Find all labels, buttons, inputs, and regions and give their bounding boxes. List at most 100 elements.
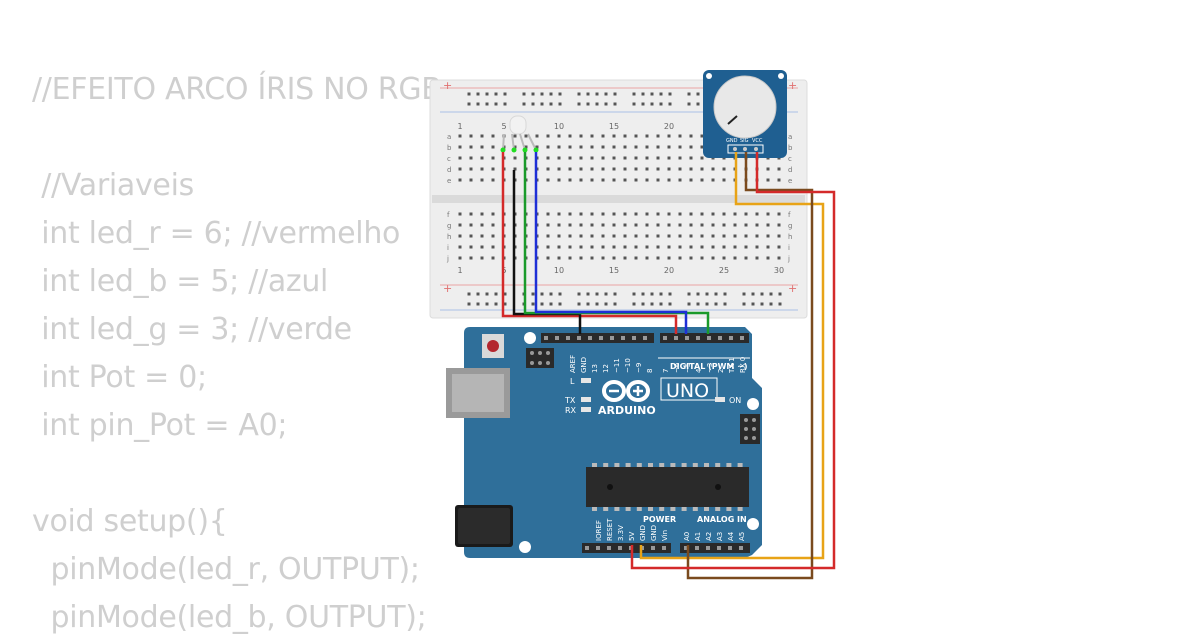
row-letter: c — [447, 155, 451, 163]
analog-header — [680, 543, 750, 553]
digital-pin-label: 12 — [602, 364, 610, 373]
row-letter: c — [788, 155, 792, 163]
column-number: 5 — [501, 122, 506, 131]
column-number: 30 — [774, 266, 784, 275]
pot-pin-label: SIG — [740, 138, 749, 144]
row-letter: e — [447, 177, 451, 185]
icsp-header-top — [526, 348, 554, 368]
digital-pin-label: 4 — [695, 368, 703, 373]
row-letter: a — [788, 133, 792, 141]
row-letter: d — [447, 166, 451, 174]
column-number: 10 — [554, 266, 564, 275]
digital-pin-label: ~6 — [673, 362, 681, 373]
row-letter: e — [788, 177, 792, 185]
digital-header-left — [541, 333, 654, 343]
digital-pin-label: ~3 — [706, 363, 714, 373]
row-letter: d — [788, 166, 792, 174]
code-line: pinMode(led_b, OUTPUT); — [32, 600, 427, 635]
power-label: POWER — [643, 515, 676, 524]
digital-pin-label: ~10 — [624, 358, 632, 373]
power-pin-label: IOREF — [595, 520, 603, 541]
digital-pin-label: 7 — [662, 369, 670, 373]
digital-header-right — [660, 333, 749, 343]
potentiometer-module[interactable]: GND SIG VCC — [703, 70, 787, 158]
power-pin-label: 3.3V — [617, 525, 625, 541]
row-letter: j — [446, 255, 449, 263]
l-led-label: L — [570, 377, 575, 386]
row-letter: i — [447, 244, 449, 252]
analog-pin-label: A3 — [716, 532, 724, 541]
tx-label: TX — [564, 396, 576, 405]
analog-pin-label: A5 — [738, 532, 746, 541]
digital-pin-label: GND — [580, 357, 588, 373]
power-pin-label: 5V — [628, 532, 636, 541]
digital-label: DIGITAL (PWM ~) — [670, 362, 748, 371]
pot-pin-label: GND — [726, 138, 738, 144]
column-number: 20 — [664, 266, 674, 275]
pot-pin-label: VCC — [752, 138, 763, 144]
row-letter: j — [787, 255, 790, 263]
code-line: //Variaveis — [32, 168, 194, 203]
row-letter: h — [447, 233, 451, 241]
power-pin-label: GND — [639, 525, 647, 541]
svg-text:+: + — [788, 282, 797, 295]
row-letter: g — [447, 222, 451, 230]
analog-pin-label: A2 — [705, 532, 713, 541]
icsp-header-right — [740, 414, 760, 444]
chip-legs — [592, 463, 743, 511]
wire-blue-led — [534, 152, 688, 334]
analog-label: ANALOG IN — [697, 515, 747, 524]
code-line: void setup(){ — [32, 504, 228, 539]
row-letter: a — [447, 133, 451, 141]
row-letter: g — [788, 222, 792, 230]
analog-pin-label: A0 — [683, 532, 691, 541]
code-line: pinMode(led_r, OUTPUT); — [32, 552, 420, 587]
wire-orange-pot — [639, 152, 825, 560]
wire-brown-pot — [686, 152, 814, 580]
microcontroller-chip — [586, 467, 749, 507]
svg-text:+: + — [443, 282, 452, 295]
column-number: 1 — [457, 266, 462, 275]
code-line: //EFEITO ARCO ÍRIS NO RGB — [32, 72, 442, 107]
wires — [501, 152, 836, 580]
digital-pin-label: RX 0 — [739, 357, 747, 373]
column-number: 1 — [457, 122, 462, 131]
knob-indicator — [727, 115, 738, 125]
code-line: int led_r = 6; //vermelho — [32, 216, 401, 251]
column-number: 25 — [719, 266, 729, 275]
digital-pin-label: ~9 — [635, 363, 643, 373]
digital-pin-label: AREF — [569, 355, 577, 373]
digital-pin-label: 8 — [646, 369, 654, 373]
row-letter: b — [788, 144, 793, 152]
code-line: int Pot = 0; — [32, 360, 207, 395]
row-letter: b — [447, 144, 452, 152]
column-number: 20 — [664, 122, 674, 131]
digital-pin-label: TX 1 — [728, 357, 736, 374]
wire-red-pot — [630, 152, 836, 570]
column-number: 15 — [609, 266, 619, 275]
wire-red-led — [501, 152, 678, 334]
power-pin-label: Vin — [661, 530, 669, 541]
analog-pin-label: A4 — [727, 531, 735, 541]
power-pin-label: GND — [650, 525, 658, 541]
model-label: UNO — [666, 380, 709, 402]
code-line: int led_b = 5; //azul — [32, 264, 329, 299]
rgb-led[interactable] — [500, 115, 539, 153]
brand-label: ARDUINO — [598, 404, 656, 417]
digital-pin-label: 13 — [591, 364, 599, 373]
analog-pin-label: A1 — [694, 532, 702, 541]
power-pin-label: RESET — [606, 518, 614, 541]
rx-label: RX — [565, 406, 577, 415]
column-number: 10 — [554, 122, 564, 131]
row-letter: i — [788, 244, 790, 252]
digital-pin-label: ~5 — [684, 363, 692, 373]
column-number: 15 — [609, 122, 619, 131]
digital-pin-label: 2 — [717, 369, 725, 373]
on-label: ON — [729, 396, 741, 405]
code-line: int pin_Pot = A0; — [32, 408, 288, 443]
